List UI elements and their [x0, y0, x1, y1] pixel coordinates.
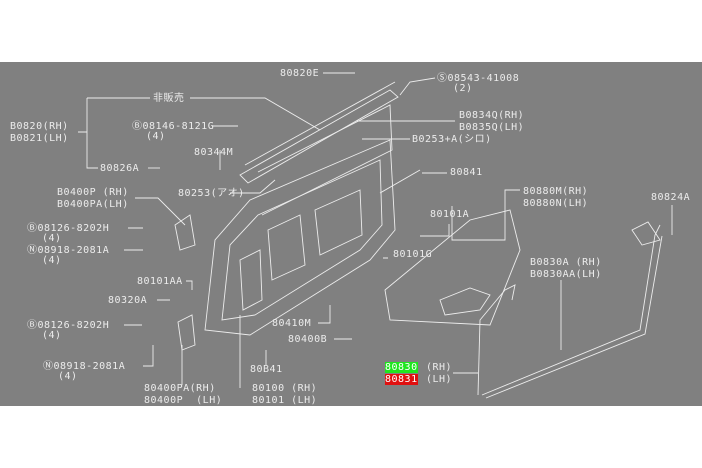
label-80101AA[interactable]: 80101AA [137, 276, 183, 287]
door-trim-board [384, 209, 521, 326]
door-cutouts [239, 189, 363, 311]
label-80841-lower[interactable]: 80B41 [250, 364, 283, 375]
label-80826A[interactable]: 80826A [100, 163, 140, 174]
qty-nut-08918-upper: (4) [42, 255, 62, 266]
qty-bolt-08126-lower: (4) [42, 330, 62, 341]
leader-line [87, 97, 321, 131]
qty-bolt-08126-upper: (4) [42, 233, 62, 244]
label-80101A[interactable]: 80101A [430, 209, 470, 220]
label-bolt-08146[interactable]: Ⓑ08146-8121G [132, 121, 215, 132]
qty-screw-08543: (2) [453, 83, 473, 94]
label-bolt-08126-upper[interactable]: Ⓑ08126-8202H [27, 223, 110, 234]
weatherstrip-clip [631, 221, 661, 246]
leader-line [357, 77, 520, 259]
door-weatherstrip [477, 224, 663, 399]
label-80400PA-rh[interactable]: 80400PA(RH) [144, 383, 216, 394]
door-line-drawing [78, 72, 673, 399]
label-80830-highlighted[interactable]: 80830 [385, 362, 418, 373]
label-bolt-08126-lower[interactable]: Ⓑ08126-8202H [27, 320, 110, 331]
leader-line [124, 227, 143, 251]
label-80344M[interactable]: 80344M [194, 147, 234, 158]
leader-line [181, 305, 352, 388]
label-80400P-rh[interactable]: B0400P (RH) [57, 187, 129, 198]
label-80830AA-lh[interactable]: B0830AA(LH) [530, 269, 602, 280]
label-80880M-rh[interactable]: 80880M(RH) [523, 186, 589, 197]
leader-line [230, 179, 276, 194]
label-80253A-shiro[interactable]: B0253+A(シロ) [412, 134, 492, 145]
label-80830-rh-suffix: (RH) [426, 362, 453, 373]
label-80320A[interactable]: 80320A [108, 295, 148, 306]
label-80400P-lh[interactable]: 80400P (LH) [144, 395, 223, 406]
label-80400B[interactable]: 80400B [288, 334, 328, 345]
label-80820-rh[interactable]: B0820(RH) [10, 121, 69, 132]
label-80820E[interactable]: 80820E [280, 68, 320, 79]
label-not-for-sale: 非販売 [153, 93, 185, 104]
leader-line [78, 98, 98, 169]
label-80830A-rh[interactable]: B0830A (RH) [530, 257, 602, 268]
label-80831-highlighted[interactable]: 80831 [385, 374, 418, 385]
qty-nut-08918-lower: (4) [58, 371, 78, 382]
label-80100-rh[interactable]: 80100 (RH) [252, 383, 318, 394]
label-nut-08918-lower[interactable]: Ⓝ08918-2081A [43, 361, 126, 372]
label-80841[interactable]: 80841 [450, 167, 483, 178]
door-shell [204, 139, 396, 336]
label-80880N-lh[interactable]: 80880N(LH) [523, 198, 589, 209]
label-nut-08918-upper[interactable]: Ⓝ08918-2081A [27, 245, 110, 256]
trim-handle-recess [439, 287, 491, 316]
door-sash [239, 81, 399, 184]
label-80831-lh-suffix: (LH) [426, 374, 453, 385]
qty-bolt-08146: (4) [146, 131, 166, 142]
leader-line [453, 205, 673, 374]
label-screw-08543[interactable]: Ⓢ08543-41008 [437, 73, 520, 84]
label-80101-lh[interactable]: 80101 (LH) [252, 395, 318, 406]
leader-line [135, 197, 186, 226]
label-80253-ao[interactable]: 80253(アオ) [178, 188, 245, 199]
door-glass-run [257, 104, 393, 216]
door-inner-panel [221, 159, 383, 321]
label-80410M[interactable]: 80410M [272, 318, 312, 329]
label-80824A[interactable]: 80824A [651, 192, 691, 203]
leader-line [124, 280, 193, 367]
label-80101G[interactable]: 80101G [393, 249, 433, 260]
label-80834Q-rh[interactable]: B0834Q(RH) [459, 110, 525, 121]
label-80821-lh[interactable]: B0821(LH) [10, 133, 69, 144]
label-80835Q-lh[interactable]: B0835Q(LH) [459, 122, 525, 133]
door-hinge [174, 214, 196, 351]
label-80400PA-lh[interactable]: B0400PA(LH) [57, 199, 129, 210]
door-parts-diagram: 80820E 非販売 B0820(RH) B0821(LH) Ⓑ08146-81… [0, 62, 702, 406]
